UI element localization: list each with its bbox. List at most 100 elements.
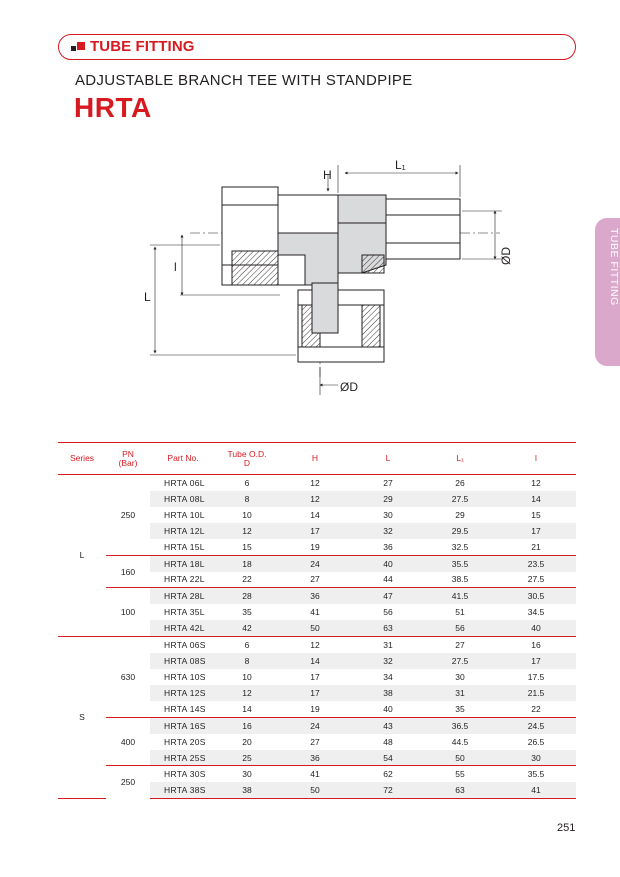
tube-od-cell: 22	[242, 574, 252, 585]
dim-i-label: l	[174, 260, 177, 274]
part-cell: HRTA 25S	[150, 749, 216, 766]
l1-cell: 51	[455, 607, 465, 618]
h-cell: 50	[278, 620, 352, 637]
l-cell: 54	[352, 749, 424, 766]
tube-od-cell: 18	[216, 554, 278, 572]
tube-od-cell: 16	[216, 716, 278, 734]
tube-od-cell: 28	[216, 587, 278, 604]
l1-cell: 27.5	[424, 490, 496, 507]
l1-cell: 26	[424, 473, 496, 491]
l1-cell: 50	[424, 749, 496, 766]
l-cell: 47	[352, 587, 424, 604]
i-cell: 27.5	[527, 574, 545, 585]
part-cell: HRTA 10S	[164, 671, 206, 682]
product-model: HRTA	[74, 92, 152, 123]
h-cell: 12	[278, 635, 352, 653]
i-cell: 23.5	[496, 554, 576, 572]
col-pn: PN (Bar)	[106, 442, 150, 475]
l1-cell: 41.5	[424, 587, 496, 604]
series-cell: S	[58, 635, 106, 799]
i-cell: 41	[496, 782, 576, 799]
section-header: TUBE FITTING	[58, 34, 576, 60]
tube-od-cell: 8	[216, 652, 278, 669]
tube-od-cell: 12	[216, 684, 278, 702]
h-cell: 24	[278, 554, 352, 572]
pn-cell: 100	[106, 587, 150, 637]
i-cell: 24.5	[496, 716, 576, 734]
tube-od-cell: 20	[242, 736, 252, 747]
i-cell: 12	[496, 473, 576, 491]
h-cell: 17	[278, 523, 352, 540]
spec-table: Series PN (Bar) Part No. Tube O.D. D H L…	[58, 442, 576, 799]
col-part: Part No.	[150, 442, 216, 475]
l1-cell: 30	[455, 671, 465, 682]
h-cell: 50	[278, 782, 352, 799]
i-cell: 15	[531, 509, 541, 520]
i-cell: 30	[496, 749, 576, 766]
l-cell: 40	[383, 703, 393, 714]
l-cell: 38	[352, 684, 424, 702]
part-cell: HRTA 18L	[150, 554, 216, 572]
part-cell: HRTA 06L	[150, 473, 216, 491]
col-h: H	[278, 442, 352, 475]
tube-od-cell: 6	[216, 473, 278, 491]
pn-cell: 250	[106, 474, 150, 556]
dim-l-label: L	[144, 290, 151, 304]
h-cell: 17	[278, 684, 352, 702]
h-cell: 19	[310, 542, 320, 553]
l-cell: 43	[352, 716, 424, 734]
part-cell: HRTA 06S	[150, 635, 216, 653]
i-cell: 14	[496, 490, 576, 507]
l1-cell: 35.5	[424, 554, 496, 572]
h-cell: 14	[278, 652, 352, 669]
page-number: 251	[557, 822, 576, 834]
part-cell: HRTA 30S	[150, 765, 216, 783]
l-cell: 36	[383, 542, 393, 553]
col-l: L	[352, 442, 424, 475]
i-cell: 16	[496, 635, 576, 653]
dim-od-bottom-label: ØD	[340, 380, 358, 394]
l1-cell: 44.5	[451, 736, 469, 747]
h-cell: 12	[278, 473, 352, 491]
part-cell: HRTA 38S	[150, 782, 216, 799]
table-header-row: Series PN (Bar) Part No. Tube O.D. D H L…	[58, 442, 576, 475]
h-cell: 41	[310, 607, 320, 618]
h-cell: 14	[310, 509, 320, 520]
i-cell: 17	[496, 523, 576, 540]
l-cell: 30	[383, 509, 393, 520]
col-series: Series	[58, 442, 106, 475]
i-cell: 34.5	[527, 607, 545, 618]
pn-cell: 250	[106, 765, 150, 799]
l-cell: 40	[352, 554, 424, 572]
tube-od-cell: 42	[216, 620, 278, 637]
col-pn-label: PN (Bar)	[118, 448, 138, 468]
part-cell: HRTA 14S	[164, 703, 206, 714]
part-cell: HRTA 20S	[164, 736, 206, 747]
l1-cell: 35	[455, 703, 465, 714]
l1-cell: 56	[424, 620, 496, 637]
l-cell: 32	[352, 523, 424, 540]
l-cell: 32	[352, 652, 424, 669]
h-cell: 41	[278, 765, 352, 783]
part-cell: HRTA 12L	[150, 523, 216, 540]
l-cell: 63	[352, 620, 424, 637]
h-cell: 17	[310, 671, 320, 682]
series-cell: L	[58, 474, 106, 637]
i-cell: 17.5	[527, 671, 545, 682]
i-cell: 21.5	[496, 684, 576, 702]
product-subtitle: ADJUSTABLE BRANCH TEE WITH STANDPIPE	[75, 72, 413, 89]
h-cell: 36	[278, 749, 352, 766]
l1-cell: 63	[424, 782, 496, 799]
l1-cell: 27	[424, 635, 496, 653]
technical-drawing: H L₁ ØD ØD L l	[144, 158, 513, 395]
